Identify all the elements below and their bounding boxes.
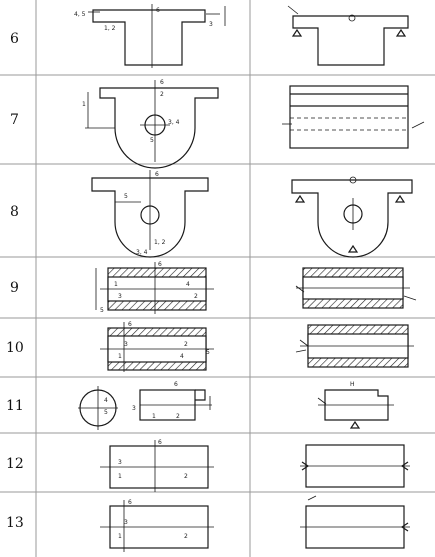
row6-label-c: 6 [156, 7, 160, 14]
row13-right-sketch [300, 495, 410, 549]
row12-left-sketch: 6 3 1 2 [100, 439, 214, 492]
row7-label-c: 2 [160, 91, 164, 98]
row13-label-d: 2 [184, 533, 188, 540]
row8-label-c: 1, 2 [154, 239, 166, 246]
row-number-7: 7 [10, 112, 19, 128]
row12-right-sketch [300, 444, 410, 488]
row8-label-b: 5 [124, 193, 128, 200]
row11-label-b: 5 [104, 409, 108, 416]
row9-label-b: 1 [114, 281, 118, 288]
row-number-11: 11 [6, 398, 24, 414]
row10-label-c: 1 [118, 353, 122, 360]
row11-right-sketch: H [317, 381, 394, 429]
row13-label-b: 3 [124, 519, 128, 526]
row12-label-a: 6 [158, 439, 162, 446]
row11-label-c: 6 [174, 381, 178, 388]
row9-left-sketch: 6 1 3 4 2 5 [95, 261, 214, 314]
row7-label-b: 1 [82, 101, 86, 108]
row12-label-b: 3 [118, 459, 122, 466]
row9-label-c: 3 [118, 293, 122, 300]
row9-label-f: 5 [100, 307, 104, 314]
row10-label-b: 3 [124, 341, 128, 348]
row8-right-sketch [291, 176, 413, 258]
row6-label-a: 4, 5 [74, 11, 86, 18]
row8-left-sketch: 6 5 1, 2 3, 4 [91, 170, 209, 258]
row10-label-a: 6 [128, 321, 132, 328]
row12-label-d: 2 [184, 473, 188, 480]
row9-label-a: 6 [158, 261, 162, 268]
row-number-6: 6 [10, 31, 19, 47]
row-number-12: 12 [6, 456, 24, 472]
row-number-8: 8 [10, 204, 19, 220]
row7-label-d: 3, 4 [168, 119, 180, 126]
row8-label-a: 6 [155, 171, 159, 178]
row9-label-d: 4 [186, 281, 190, 288]
row-number-10: 10 [6, 340, 24, 356]
row6-label-b: 1, 2 [104, 25, 116, 32]
row7-left-sketch: 6 1 2 3, 4 5 [82, 79, 219, 169]
row8-label-d: 3, 4 [136, 249, 148, 256]
row11-label-e: 2 [176, 413, 180, 420]
row11-label-d: 1 [152, 413, 156, 420]
row9-right-sketch [295, 267, 417, 309]
row9-label-e: 2 [194, 293, 198, 300]
row11-left-sketch: 4 5 6 1 2 3 [78, 381, 212, 430]
row13-label-c: 1 [118, 533, 122, 540]
row11-label-g: H [350, 381, 355, 388]
row11-label-a: 4 [104, 397, 108, 404]
row7-label-e: 5 [150, 137, 154, 144]
row6-right-sketch [287, 5, 409, 66]
row10-label-e: 4 [180, 353, 184, 360]
row6-left-sketch: 4, 5 1, 2 6 3 [74, 4, 226, 68]
row6-label-d: 3 [209, 21, 213, 28]
row10-right-sketch [295, 324, 414, 368]
row13-label-a: 6 [128, 499, 132, 506]
row10-label-f: 5 [206, 349, 210, 356]
row11-label-f: 3 [132, 405, 136, 412]
row10-left-sketch: 6 3 1 2 4 5 [100, 321, 214, 372]
row13-left-sketch: 6 3 1 2 [100, 499, 214, 552]
row-number-13: 13 [6, 515, 24, 531]
row-number-9: 9 [10, 280, 19, 296]
row12-label-c: 1 [118, 473, 122, 480]
row7-right-sketch [282, 85, 425, 149]
row10-label-d: 2 [184, 341, 188, 348]
row7-label-a: 6 [160, 79, 164, 86]
